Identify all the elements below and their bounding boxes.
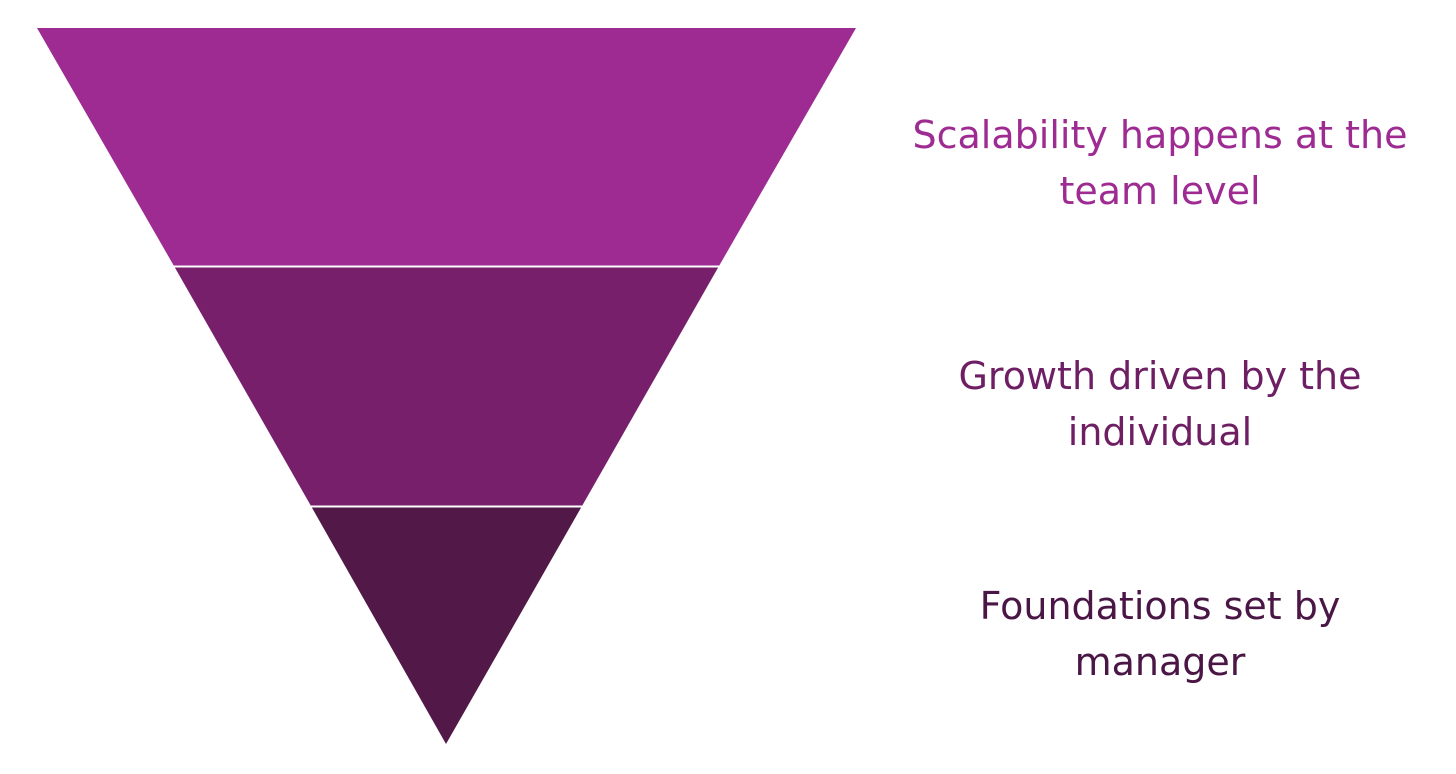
pyramid-tier-middle <box>174 266 719 506</box>
pyramid-tier-top <box>37 28 856 266</box>
tier-label-bottom: Foundations set by manager <box>979 584 1341 684</box>
tier-label-middle: Growth driven by the individual <box>958 354 1362 454</box>
pyramid-tier-bottom <box>311 506 582 744</box>
tier-label-top: Scalability happens at the team level <box>912 113 1408 213</box>
